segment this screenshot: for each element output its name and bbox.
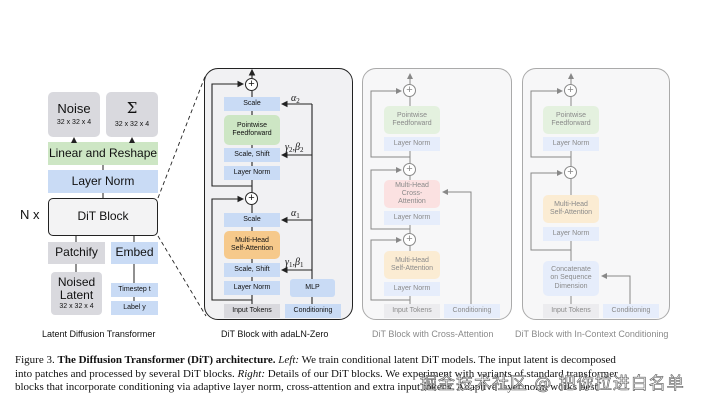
mhsa-box: Multi-Head Self-Attention: [543, 195, 599, 223]
caption-line2-b: Details of our DiT blocks. We experiment…: [265, 367, 618, 380]
gamma1-beta1-label: γ1,β1: [285, 257, 304, 269]
caption-line-2: into patches and processed by several Di…: [15, 368, 705, 382]
alpha2-symbol: α: [291, 93, 297, 104]
figure-label: Figure 3.: [15, 354, 58, 366]
timestep-box: Timestep t: [111, 283, 158, 297]
scale-bottom-box: Scale: [224, 213, 280, 227]
layer-norm-box: Layer Norm: [48, 170, 158, 193]
beta2-sub: 2: [299, 146, 304, 154]
noise-dims: 32 x 32 x 4: [56, 119, 92, 127]
linear-reshape-box: Linear and Reshape: [48, 142, 158, 165]
beta2-symbol: β: [294, 142, 300, 153]
sigma-label: Σ: [126, 99, 138, 118]
alpha1-sub: 1: [296, 212, 300, 220]
mhsa-box: Multi-Head Self-Attention: [384, 251, 440, 279]
sigma-dims: 32 x 32 x 4: [114, 120, 150, 128]
input-tokens-box: Input Tokens: [224, 304, 280, 318]
layer-norm-bottom-box: Layer Norm: [224, 281, 280, 295]
figure-caption: Figure 3. The Diffusion Transformer (DiT…: [15, 354, 705, 395]
noise-box: Noise 32 x 32 x 4: [48, 92, 100, 137]
conditioning-box: Conditioning: [285, 304, 341, 318]
input-tokens-box: Input Tokens: [543, 304, 599, 318]
caption-bold-title: The Diffusion Transformer (DiT) architec…: [57, 354, 276, 366]
layer-norm-bottom-box: Layer Norm: [543, 227, 599, 241]
label-y-box: Label y: [111, 301, 158, 315]
layer-norm-bottom-box: Layer Norm: [384, 282, 440, 296]
gamma1-symbol: γ: [285, 257, 289, 268]
noised-latent-line2: Latent: [59, 288, 94, 303]
plus-icon: +: [403, 233, 416, 246]
alpha1-label: α1: [291, 208, 300, 220]
pointwise-ff-box: Pointwise Feedforward: [543, 106, 599, 134]
plus-icon: +: [245, 78, 258, 91]
caption-line-3: blocks that incorporate conditioning via…: [15, 381, 601, 393]
caption-line-1: Figure 3. The Diffusion Transformer (DiT…: [15, 354, 705, 368]
gamma2-beta2-label: γ2,β2: [285, 142, 304, 154]
mhsa-box: Multi-Head Self-Attention: [224, 231, 280, 259]
layer-norm-top-box: Layer Norm: [224, 166, 280, 180]
scale-top-box: Scale: [224, 97, 280, 111]
pointwise-ff-box: Pointwise Feedforward: [384, 106, 440, 134]
plus-icon: +: [403, 163, 416, 176]
noise-label: Noise: [57, 100, 91, 116]
noised-latent-dims: 32 x 32 x 4: [59, 303, 94, 311]
embed-box: Embed: [111, 242, 158, 264]
alpha2-sub: 2: [296, 97, 300, 105]
left-diagram-title: Latent Diffusion Transformer: [42, 329, 156, 339]
beta1-symbol: β: [294, 257, 300, 268]
watermark: 掘金技术社区 @ 把你拉进白名单: [420, 374, 685, 395]
adaln-panel-title: DiT Block with adaLN-Zero: [221, 329, 329, 339]
layer-norm-top-box: Layer Norm: [543, 137, 599, 151]
alpha2-label: α2: [291, 93, 300, 105]
caption-right-label: Right:: [237, 367, 266, 380]
gamma1-sub: 1: [288, 261, 293, 269]
scale-shift-top-box: Scale, Shift: [224, 148, 280, 162]
caption-line1-text: We train conditional latent DiT models. …: [299, 354, 616, 366]
dit-block-box: DiT Block: [48, 198, 158, 236]
conditioning-box: Conditioning: [444, 304, 500, 318]
zoom-dashed-lines: [157, 73, 207, 317]
plus-icon: +: [564, 84, 577, 97]
caption-left-label: Left:: [278, 354, 300, 366]
conditioning-box: Conditioning: [603, 304, 659, 318]
layer-norm-mid-box: Layer Norm: [384, 211, 440, 225]
scale-shift-bottom-box: Scale, Shift: [224, 263, 280, 277]
repeat-label: N x: [20, 207, 40, 222]
plus-icon: +: [564, 166, 577, 179]
layer-norm-top-box: Layer Norm: [384, 137, 440, 151]
plus-icon: +: [245, 192, 258, 205]
input-tokens-box: Input Tokens: [384, 304, 440, 318]
sigma-box: Σ 32 x 32 x 4: [106, 92, 158, 137]
mhca-box: Multi-Head Cross-Attention: [384, 180, 440, 208]
gamma2-symbol: γ: [285, 142, 289, 153]
patchify-box: Patchify: [48, 242, 105, 264]
in-context-panel-title: DiT Block with In-Context Conditioning: [515, 329, 669, 339]
gamma2-sub: 2: [288, 146, 293, 154]
mlp-box: MLP: [290, 279, 335, 297]
pointwise-ff-box: Pointwise Feedforward: [224, 115, 280, 145]
noised-latent-line1: Noised: [57, 274, 96, 289]
cross-attn-panel-title: DiT Block with Cross-Attention: [372, 329, 494, 339]
alpha1-symbol: α: [291, 208, 297, 219]
beta1-sub: 1: [299, 261, 304, 269]
plus-icon: +: [403, 84, 416, 97]
concat-box: Concatenate on Sequence Dimension: [543, 261, 599, 296]
noised-latent-box: Noised Latent 32 x 32 x 4: [51, 272, 102, 315]
caption-line2-a: into patches and processed by several Di…: [15, 367, 238, 380]
